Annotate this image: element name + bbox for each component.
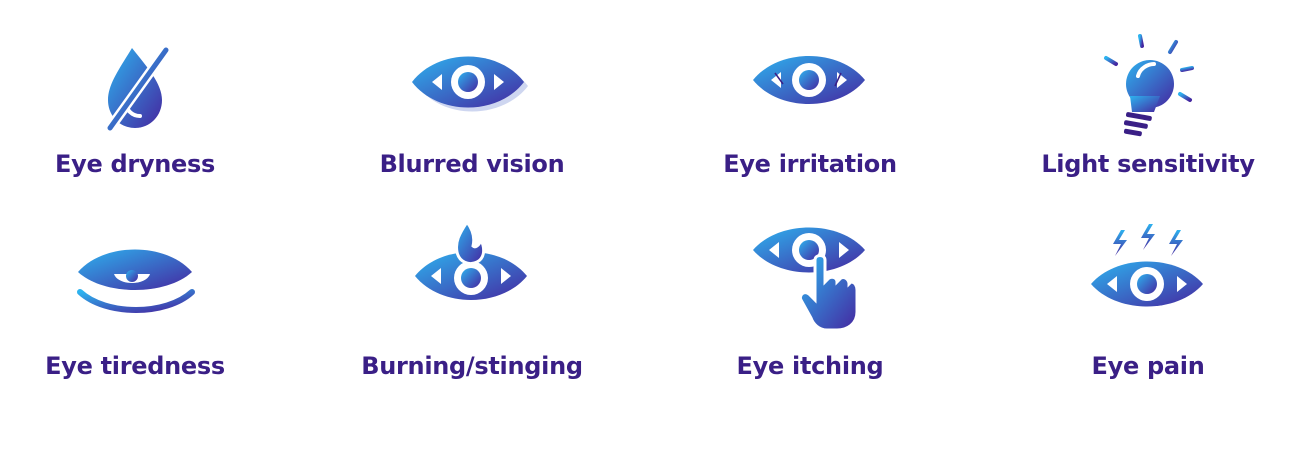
tired-eye-icon [77, 249, 195, 313]
symptom-label: Burning/stinging [361, 352, 583, 380]
symptom-label: Eye irritation [723, 150, 897, 178]
itching-eye-icon [753, 227, 865, 330]
symptom-eye-itching: Eye itching [680, 220, 940, 390]
symptom-eye-dryness: Eye dryness [5, 40, 265, 210]
symptom-eye-pain: Eye pain [1018, 222, 1278, 392]
symptom-label: Eye itching [736, 352, 884, 380]
symptom-label: Blurred vision [379, 150, 565, 178]
symptom-eye-tiredness: Eye tiredness [5, 246, 265, 416]
symptom-blurred-vision: Blurred vision [342, 40, 602, 210]
lightbulb-icon [1104, 34, 1194, 137]
symptom-label: Eye pain [1091, 352, 1205, 380]
symptom-burning-stinging: Burning/stinging [342, 220, 602, 390]
burning-eye-icon [415, 220, 527, 300]
symptom-label: Eye dryness [55, 150, 215, 178]
symptom-light-sensitivity: Light sensitivity [1018, 32, 1278, 202]
symptom-eye-irritation: Eye irritation [680, 40, 940, 210]
pain-eye-icon [1091, 224, 1203, 307]
symptom-label: Eye tiredness [45, 352, 225, 380]
drop-slash-icon [105, 45, 171, 133]
blurred-eye-icon [412, 56, 528, 112]
irritated-eye-icon [753, 56, 865, 104]
symptom-label: Light sensitivity [1041, 150, 1255, 178]
